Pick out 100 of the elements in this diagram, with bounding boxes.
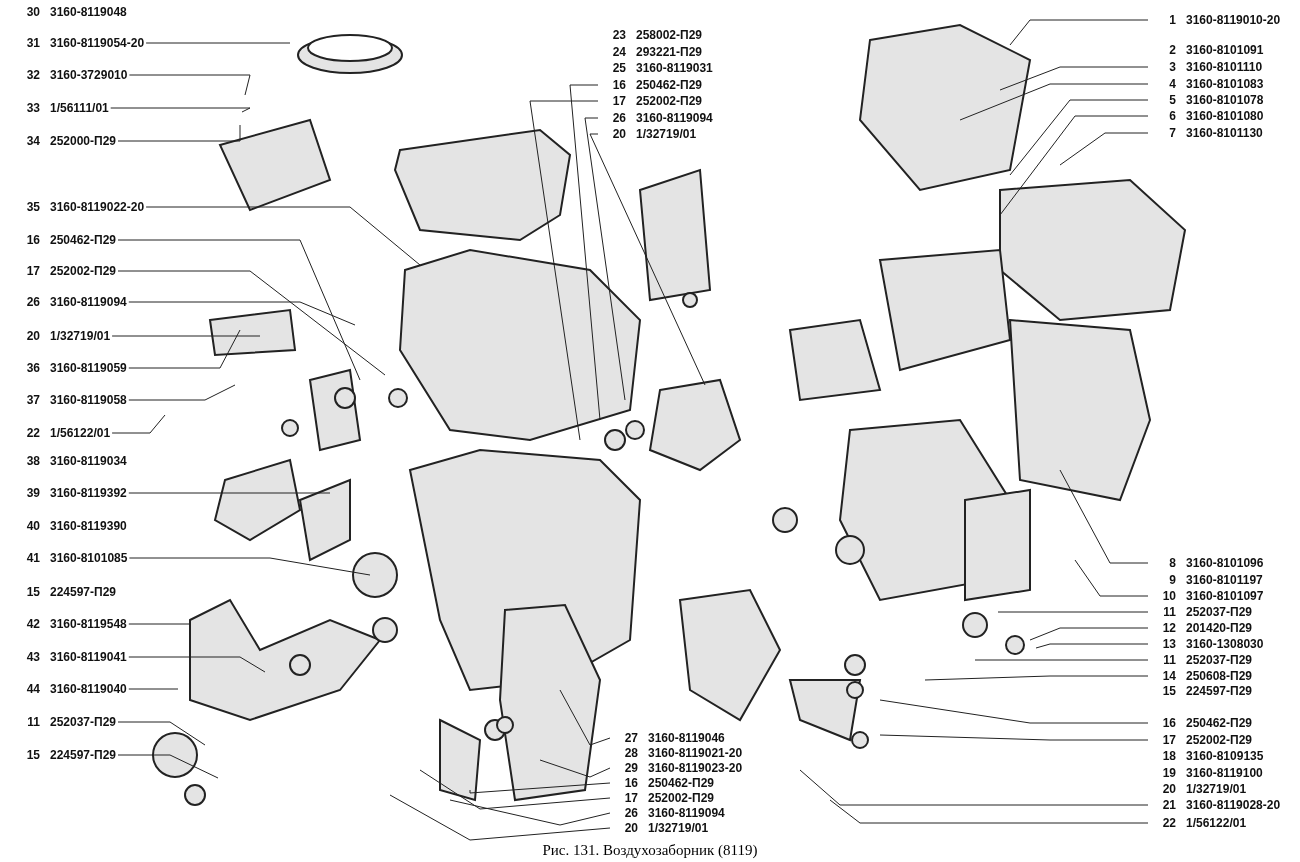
- callout-number: 2: [1168, 43, 1176, 57]
- part-number: 3160-8101096: [1186, 556, 1264, 570]
- callout-number: 1: [1168, 13, 1176, 27]
- leader-line: [829, 799, 1149, 824]
- callout-number: 3: [1168, 60, 1176, 74]
- part-number: 1/56122/01: [50, 426, 111, 440]
- part-number: 3160-8101085: [50, 551, 128, 565]
- leader-line: [1059, 469, 1149, 564]
- callout-number: 31: [25, 36, 40, 50]
- part-number: 3160-3729010: [50, 68, 128, 82]
- leader-line: [128, 492, 331, 494]
- callout-number: 27: [623, 731, 638, 745]
- part-number: 252002-П29: [50, 264, 116, 278]
- leader-line: [128, 688, 179, 690]
- callout-number: 42: [25, 617, 40, 631]
- callout-number: 40: [25, 519, 40, 533]
- part-number: 3160-8119094: [50, 295, 127, 309]
- part-number: 3160-8101130: [1186, 126, 1263, 140]
- part-number: 3160-8119094: [636, 111, 713, 125]
- leader-line: [110, 107, 251, 113]
- callout-number: 23: [611, 28, 626, 42]
- callout-number: 14: [1161, 669, 1176, 683]
- callout-number: 16: [611, 78, 626, 92]
- part-number: 201420-П29: [1186, 621, 1252, 635]
- part-number: 3160-8119392: [50, 486, 127, 500]
- leader-line: [117, 270, 386, 376]
- part-number: 250462-П29: [50, 233, 116, 247]
- callout-number: 10: [1161, 589, 1176, 603]
- part-number: 3160-8119028-20: [1186, 798, 1281, 812]
- part-number: 3160-8101080: [1186, 109, 1264, 123]
- part-number: 293221-П29: [636, 45, 702, 59]
- leader-line: [1074, 559, 1149, 597]
- leader-line: [879, 734, 1149, 741]
- part-number: 252037-П29: [1186, 605, 1252, 619]
- part-number: 3160-8119390: [50, 519, 127, 533]
- part-number: 3160-8119010-20: [1186, 13, 1281, 27]
- leader-line: [469, 782, 611, 794]
- leader-line: [389, 794, 611, 841]
- part-number: 3160-8101110: [1186, 60, 1263, 74]
- leader-line: [799, 769, 1149, 806]
- part-number: 3160-8119548: [50, 617, 127, 631]
- part-number: 3160-8119041: [50, 650, 127, 664]
- part-number: 3160-8119054-20: [50, 36, 145, 50]
- leader-line: [974, 659, 1149, 661]
- leader-line: [924, 675, 1149, 681]
- leader-line: [1009, 99, 1149, 176]
- callout-number: 16: [25, 233, 40, 247]
- callout-number: 15: [25, 748, 40, 762]
- callout-number: 8: [1168, 556, 1176, 570]
- callout-number: 20: [25, 329, 40, 343]
- leader-line: [128, 384, 236, 401]
- callout-number: 6: [1168, 109, 1176, 123]
- part-number: 3160-8119059: [50, 361, 127, 375]
- leader-line: [1009, 19, 1149, 46]
- leader-line: [559, 689, 611, 746]
- callout-number: 28: [623, 746, 638, 760]
- leader-line: [589, 133, 706, 386]
- leader-line: [449, 799, 611, 826]
- callout-number: 4: [1168, 77, 1176, 91]
- callout-number: 22: [1161, 816, 1176, 830]
- callout-number: 43: [25, 650, 40, 664]
- part-number: 3160-8119094: [648, 806, 725, 820]
- leader-line: [959, 83, 1149, 121]
- part-number: 3160-8119040: [50, 682, 127, 696]
- part-number: 1/32719/01: [648, 821, 709, 835]
- leader-line: [1029, 627, 1149, 641]
- callout-number: 20: [623, 821, 638, 835]
- callout-number: 41: [25, 551, 40, 565]
- part-number: 3160-8119048: [50, 5, 127, 19]
- leader-line: [117, 239, 361, 381]
- part-number: 3160-8119100: [1186, 766, 1263, 780]
- part-number: 250608-П29: [1186, 669, 1252, 683]
- leader-line: [584, 117, 626, 401]
- part-number: 3160-8119023-20: [648, 761, 743, 775]
- callout-number: 17: [623, 791, 638, 805]
- leader-line: [128, 656, 266, 673]
- callout-number: 16: [1161, 716, 1176, 730]
- part-number: 3160-8119034: [50, 454, 127, 468]
- leader-line: [145, 206, 421, 266]
- callout-number: 44: [25, 682, 40, 696]
- callout-number: 25: [611, 61, 626, 75]
- part-number: 1/56122/01: [1186, 816, 1247, 830]
- callout-number: 11: [1162, 605, 1176, 619]
- callout-number: 17: [25, 264, 40, 278]
- part-number: 3160-8119046: [648, 731, 725, 745]
- part-number: 3160-8101197: [1186, 573, 1263, 587]
- part-number: 3160-1308030: [1186, 637, 1264, 651]
- callout-number: 37: [25, 393, 40, 407]
- callout-number: 15: [1161, 684, 1176, 698]
- part-number: 250462-П29: [636, 78, 702, 92]
- part-number: 224597-П29: [1186, 684, 1252, 698]
- callout-number: 19: [1161, 766, 1176, 780]
- part-number: 3160-8119058: [50, 393, 127, 407]
- leader-line: [117, 754, 219, 779]
- leader-line: [117, 721, 206, 746]
- part-number: 3160-8119031: [636, 61, 713, 75]
- figure-caption: Рис. 131. Воздухозаборник (8119): [541, 842, 759, 859]
- callout-number: 18: [1161, 749, 1176, 763]
- part-number: 3160-8101078: [1186, 93, 1264, 107]
- callout-number: 35: [25, 200, 40, 214]
